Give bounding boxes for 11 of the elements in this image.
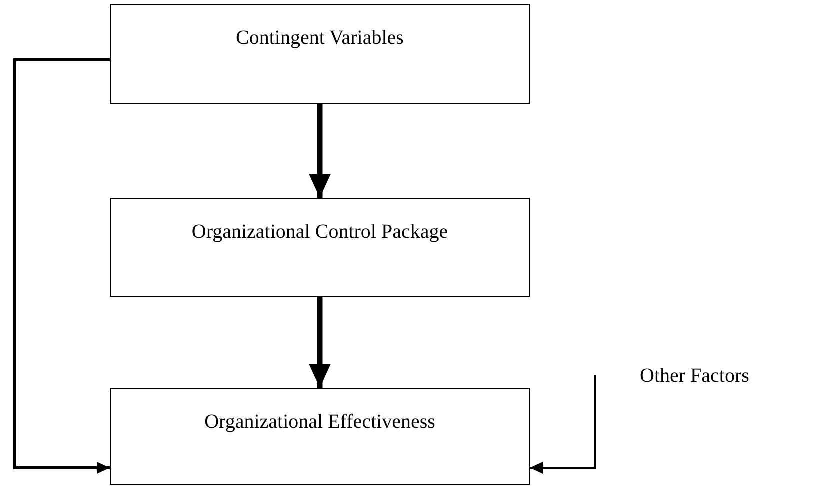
arrow <box>14 58 110 474</box>
process-box <box>110 4 530 104</box>
node-label: Other Factors <box>640 365 750 388</box>
arrow <box>309 297 331 388</box>
node-label: Organizational Control Package <box>192 221 448 244</box>
arrow <box>530 375 596 474</box>
node-label: Organizational Effectiveness <box>204 411 436 434</box>
process-box <box>110 388 530 485</box>
arrow <box>309 104 331 198</box>
process-box <box>110 198 530 297</box>
node-label: Contingent Variables <box>236 27 404 50</box>
